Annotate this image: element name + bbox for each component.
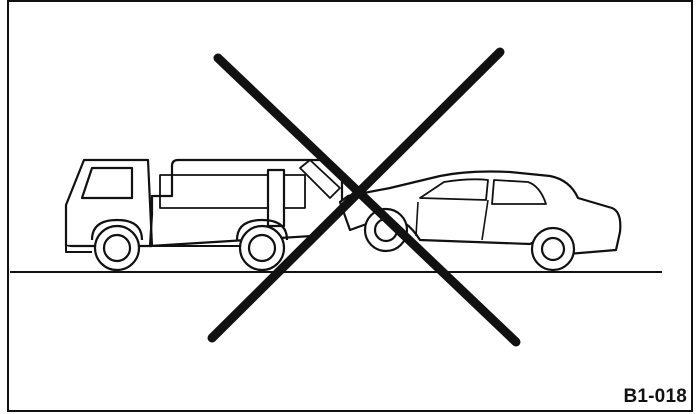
prohibited-x-mark <box>207 47 521 347</box>
tow-truck <box>64 158 344 272</box>
towed-sedan <box>338 170 622 272</box>
figure-code-label: B1-018 <box>623 386 687 407</box>
